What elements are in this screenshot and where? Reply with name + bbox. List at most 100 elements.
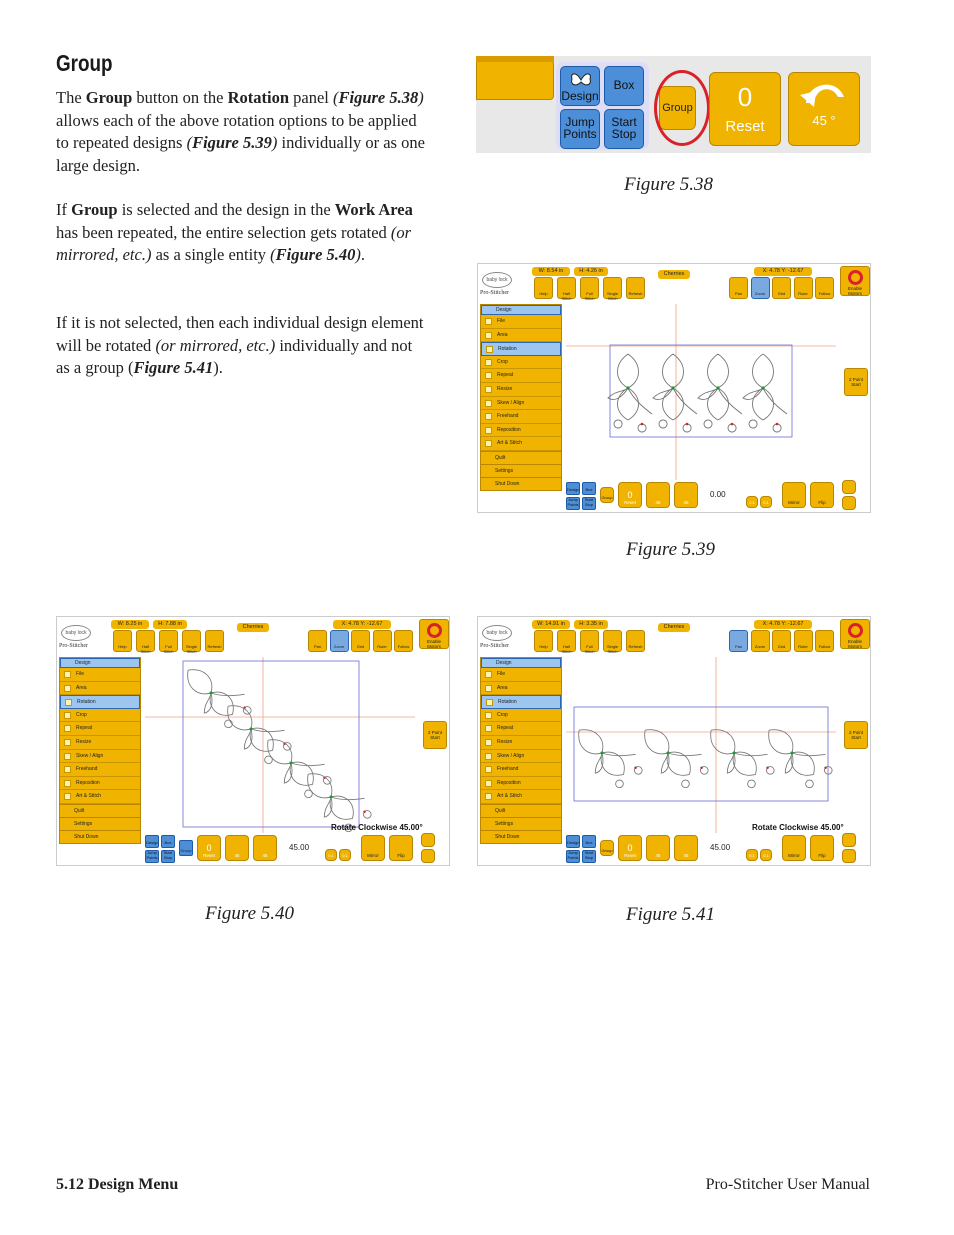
- group-button[interactable]: Group: [600, 487, 614, 503]
- side-item-crop[interactable]: Crop: [481, 356, 561, 370]
- side-item-file[interactable]: File: [481, 668, 561, 682]
- toolbar-half-stitch-button[interactable]: Half Stitch: [136, 630, 155, 654]
- side-item-rotation[interactable]: Rotation: [481, 695, 561, 709]
- side-item-shut-down[interactable]: Shut Down: [481, 829, 561, 843]
- work-area-canvas[interactable]: [566, 304, 836, 480]
- side-item-shut-down[interactable]: Shut Down: [60, 829, 140, 843]
- toolbar-refresh-button[interactable]: Refresh: [626, 630, 645, 652]
- side-menu-header[interactable]: Design: [60, 658, 140, 668]
- mirror-button[interactable]: Mirror: [782, 835, 806, 861]
- rotate-step-left-button[interactable]: 0.1: [325, 849, 337, 861]
- toolbar-pan-button[interactable]: Pan: [729, 630, 748, 652]
- group-button[interactable]: Group: [179, 840, 193, 856]
- rotate-ccw-button[interactable]: 45: [225, 835, 249, 861]
- toolbar-single-stitch-button[interactable]: Single Stitch: [603, 630, 622, 654]
- toolbar-help-button[interactable]: Help: [534, 630, 553, 652]
- side-item-art-stitch[interactable]: Art & Stitch: [481, 790, 561, 804]
- toolbar-follow-button[interactable]: Follow: [815, 277, 834, 299]
- flip-button[interactable]: Flip: [389, 835, 413, 861]
- side-item-reposition[interactable]: Reposition: [481, 777, 561, 791]
- box-button[interactable]: Box: [582, 835, 596, 848]
- start-stop-button[interactable]: Start Stop: [604, 109, 644, 149]
- two-point-start-button[interactable]: 2 Point Start: [423, 721, 447, 749]
- rotate-step-left-button[interactable]: 0.1: [746, 849, 758, 861]
- design-button[interactable]: Design: [560, 66, 600, 106]
- side-item-resize[interactable]: Resize: [60, 736, 140, 750]
- toolbar-ruler-button[interactable]: Ruler: [793, 630, 813, 652]
- side-item-skew-align[interactable]: Skew / Align: [481, 750, 561, 764]
- toolbar-single-stitch-button[interactable]: Single Stitch: [603, 277, 622, 301]
- side-item-art-stitch[interactable]: Art & Stitch: [60, 790, 140, 804]
- mirror-button[interactable]: Mirror: [361, 835, 385, 861]
- work-area-canvas[interactable]: [566, 657, 836, 833]
- rotate-cw-button[interactable]: 45: [253, 835, 277, 861]
- jump-points-button[interactable]: Jump Points: [560, 109, 600, 149]
- side-item-skew-align[interactable]: Skew / Align: [60, 750, 140, 764]
- toolbar-full-stitch-button[interactable]: Full Stitch: [159, 630, 178, 654]
- rotate-step-left-button[interactable]: 0.1: [746, 496, 758, 508]
- reset-button[interactable]: 0 Reset: [709, 72, 781, 146]
- toolbar-half-stitch-button[interactable]: Half Stitch: [557, 277, 576, 301]
- sub-menu-button-2[interactable]: [842, 496, 856, 510]
- toolbar-follow-button[interactable]: Follow: [815, 630, 834, 652]
- box-button[interactable]: Box: [604, 66, 644, 106]
- side-item-skew-align[interactable]: Skew / Align: [481, 397, 561, 411]
- toolbar-zoom-button[interactable]: Zoom: [750, 630, 770, 652]
- toolbar-help-button[interactable]: Help: [113, 630, 132, 652]
- toolbar-pan-button[interactable]: Pan: [308, 630, 327, 652]
- side-item-repeat[interactable]: Repeat: [481, 722, 561, 736]
- side-item-reposition[interactable]: Reposition: [60, 777, 140, 791]
- enable-motors-button[interactable]: Enable Motors: [419, 619, 449, 649]
- toolbar-help-button[interactable]: Help: [534, 277, 553, 299]
- enable-motors-button[interactable]: Enable Motors: [840, 619, 870, 649]
- side-item-resize[interactable]: Resize: [481, 736, 561, 750]
- side-item-area[interactable]: Area: [481, 329, 561, 343]
- rotate-ccw-button[interactable]: 45 °: [788, 72, 860, 146]
- toolbar-pan-button[interactable]: Pan: [729, 277, 748, 299]
- side-item-freehand[interactable]: Freehand: [481, 763, 561, 777]
- rotate-step-right-button[interactable]: 0.1: [760, 849, 772, 861]
- toolbar-ruler-button[interactable]: Ruler: [793, 277, 813, 299]
- side-item-quilt[interactable]: Quilt: [481, 450, 561, 464]
- jump-points-button[interactable]: Jump Points: [566, 850, 580, 863]
- two-point-start-button[interactable]: 2 Point Start: [844, 368, 868, 396]
- side-item-quilt[interactable]: Quilt: [481, 803, 561, 817]
- jump-points-button[interactable]: Jump Points: [566, 497, 580, 510]
- side-item-crop[interactable]: Crop: [60, 709, 140, 723]
- side-item-reposition[interactable]: Reposition: [481, 424, 561, 438]
- toolbar-follow-button[interactable]: Follow: [394, 630, 413, 652]
- side-item-freehand[interactable]: Freehand: [481, 410, 561, 424]
- toolbar-half-stitch-button[interactable]: Half Stitch: [557, 630, 576, 654]
- side-item-quilt[interactable]: Quilt: [60, 803, 140, 817]
- rotate-step-right-button[interactable]: 0.1: [339, 849, 351, 861]
- side-item-freehand[interactable]: Freehand: [60, 763, 140, 777]
- side-item-art-stitch[interactable]: Art & Stitch: [481, 437, 561, 451]
- side-item-resize[interactable]: Resize: [481, 383, 561, 397]
- side-item-area[interactable]: Area: [481, 682, 561, 696]
- side-item-settings[interactable]: Settings: [481, 816, 561, 830]
- side-item-file[interactable]: File: [481, 315, 561, 329]
- sub-menu-button[interactable]: [842, 480, 856, 494]
- toolbar-refresh-button[interactable]: Refresh: [205, 630, 224, 652]
- start-stop-button[interactable]: Start Stop: [161, 850, 175, 863]
- toolbar-grid-button[interactable]: Grid: [351, 630, 370, 652]
- side-item-settings[interactable]: Settings: [481, 463, 561, 477]
- rotate-cw-button[interactable]: 45: [674, 482, 698, 508]
- toolbar-grid-button[interactable]: Grid: [772, 277, 791, 299]
- toolbar-refresh-button[interactable]: Refresh: [626, 277, 645, 299]
- design-button[interactable]: Design: [566, 482, 580, 495]
- jump-points-button[interactable]: Jump Points: [145, 850, 159, 863]
- enable-motors-button[interactable]: Enable Motors: [840, 266, 870, 296]
- side-item-repeat[interactable]: Repeat: [481, 369, 561, 383]
- toolbar-full-stitch-button[interactable]: Full Stitch: [580, 630, 599, 654]
- rotate-cw-button[interactable]: 45: [674, 835, 698, 861]
- rotate-step-right-button[interactable]: 0.1: [760, 496, 772, 508]
- side-item-repeat[interactable]: Repeat: [60, 722, 140, 736]
- rotate-ccw-button[interactable]: 45: [646, 835, 670, 861]
- two-point-start-button[interactable]: 2 Point Start: [844, 721, 868, 749]
- box-button[interactable]: Box: [582, 482, 596, 495]
- side-item-area[interactable]: Area: [60, 682, 140, 696]
